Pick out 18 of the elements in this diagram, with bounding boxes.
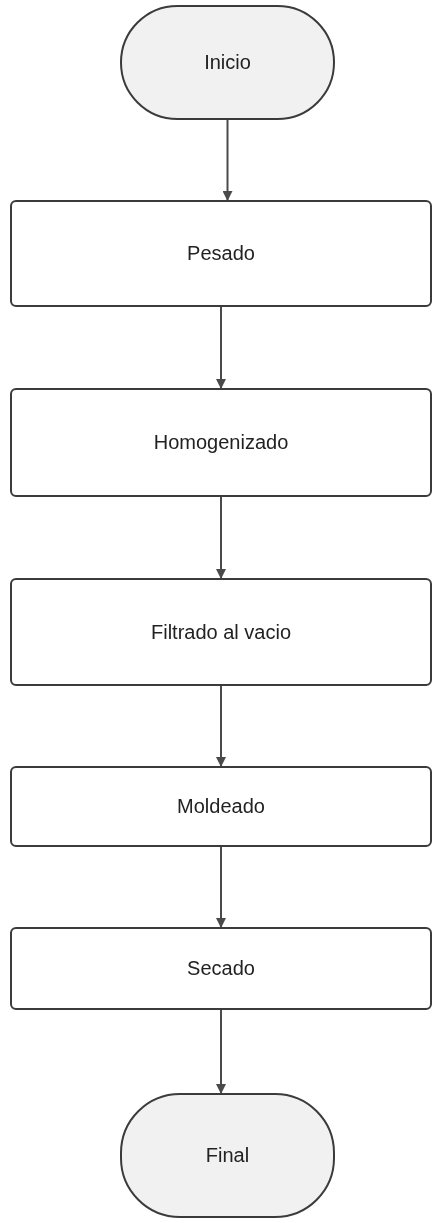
arrow (216, 1009, 226, 1094)
node-label: Secado (187, 957, 255, 980)
process-box (10, 578, 432, 686)
process-box (10, 388, 432, 497)
process-box (10, 766, 432, 847)
node-label: Moldeado (177, 795, 265, 818)
arrow (216, 496, 226, 579)
arrow (216, 306, 226, 389)
node-label: Filtrado al vacio (150, 620, 292, 644)
node-label: Final (205, 1144, 250, 1167)
arrow (222, 119, 233, 201)
node-label: Homogenizado (153, 431, 289, 454)
arrow (216, 846, 226, 928)
arrow (216, 685, 226, 767)
node-label: Pesado (187, 242, 255, 265)
node-label: Inicio (204, 51, 251, 74)
process-box (10, 200, 432, 307)
process-box (10, 927, 432, 1010)
